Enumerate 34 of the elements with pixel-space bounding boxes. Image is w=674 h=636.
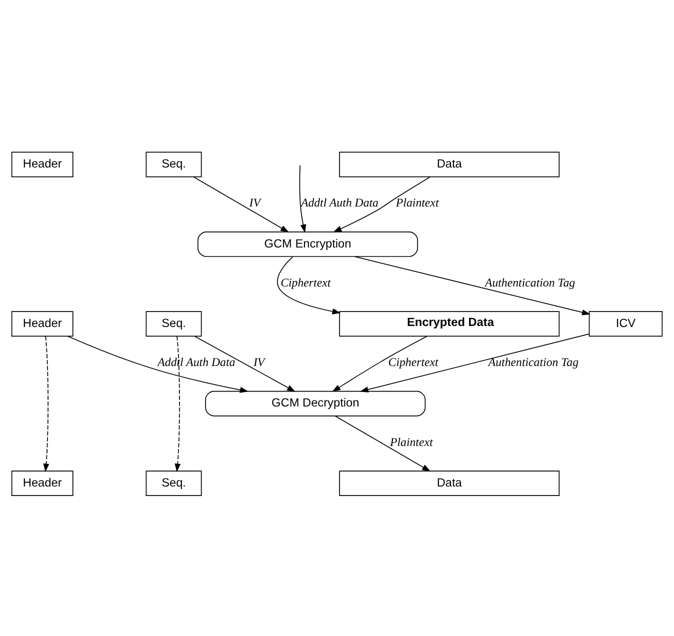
edge-label: Ciphertext bbox=[388, 354, 438, 369]
edge-label: Authentication Tag bbox=[484, 274, 576, 289]
node-box: Seq. bbox=[146, 470, 202, 496]
node-box: GCM Decryption bbox=[205, 390, 426, 416]
node-box: Header bbox=[11, 470, 74, 496]
edge-label: Plaintext bbox=[396, 195, 439, 210]
node-box: Data bbox=[339, 470, 560, 496]
node-box: Header bbox=[11, 310, 74, 336]
edge-label: Ciphertext bbox=[280, 274, 331, 289]
edge-label: Addtl Auth Data bbox=[300, 195, 378, 210]
arrow bbox=[194, 335, 296, 392]
arrow bbox=[174, 335, 181, 472]
edge-label: Authentication Tag bbox=[488, 354, 579, 369]
arrow bbox=[334, 415, 431, 472]
node-box: Data bbox=[339, 151, 560, 177]
arrow bbox=[299, 164, 306, 232]
arrow bbox=[193, 176, 289, 232]
arrow bbox=[332, 335, 428, 392]
arrow bbox=[67, 335, 248, 392]
arrow bbox=[43, 335, 50, 472]
node-box: GCM Encryption bbox=[198, 230, 418, 256]
node-box: Encrypted Data bbox=[339, 310, 560, 336]
edge-label: IV bbox=[249, 195, 260, 210]
edge-label: Plaintext bbox=[390, 434, 433, 448]
node-box: Seq. bbox=[146, 151, 202, 177]
edge-label: IV bbox=[253, 354, 265, 369]
arrow bbox=[276, 256, 341, 314]
edge-label: Addtl Auth Data bbox=[158, 354, 236, 369]
node-box: Seq. bbox=[146, 310, 202, 336]
arrow bbox=[360, 333, 590, 392]
arrow bbox=[354, 256, 590, 315]
arrow bbox=[333, 176, 431, 232]
node-box: ICV bbox=[588, 310, 663, 336]
node-box: Header bbox=[11, 151, 74, 177]
